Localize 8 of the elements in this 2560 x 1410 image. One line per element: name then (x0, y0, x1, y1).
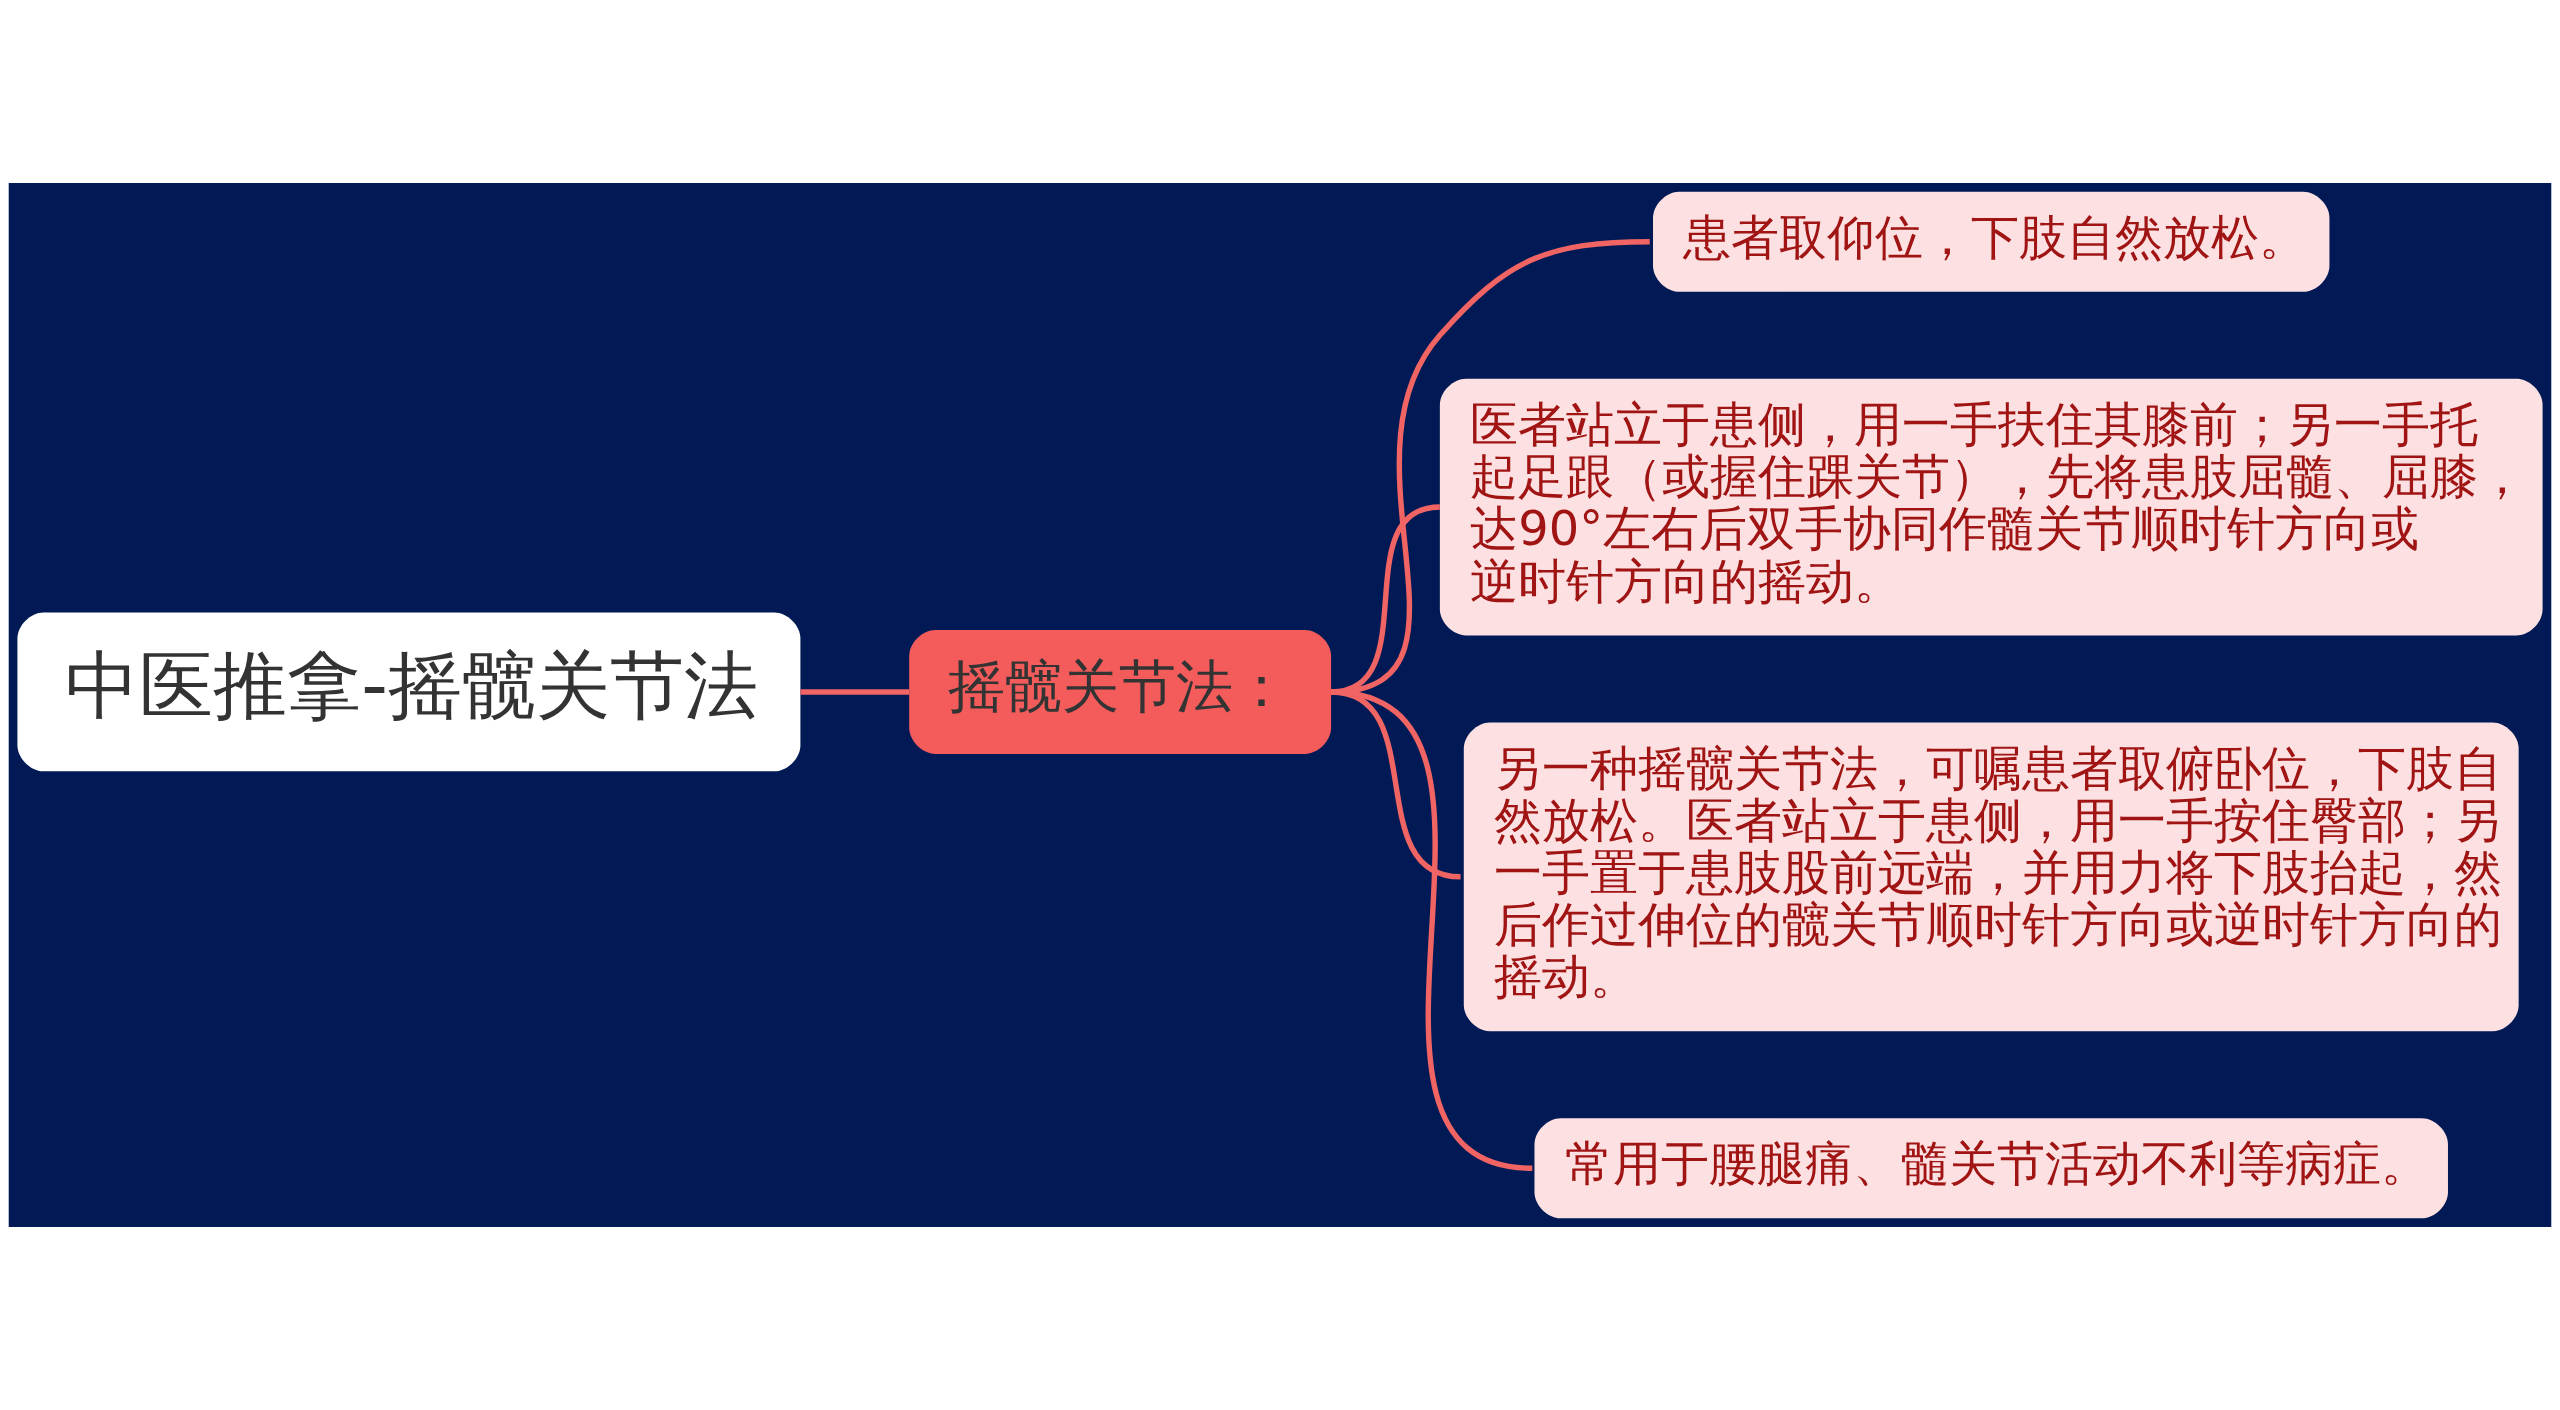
connector (1330, 689, 1533, 1171)
node-box: 医者站立于患侧，用一手扶住其膝前；另一手托起足跟（或握住踝关节），先将患肢屈髓、屈膝，达90°左右后双手协同作髓关节顺时针方向或逆时针方向的摇动。 (1439, 378, 2543, 636)
connector (800, 689, 910, 695)
node-box: 中医推拿-摇髋关节法 (17, 612, 801, 772)
node-box: 常用于腰腿痛、髓关节活动不利等病症。 (1534, 1118, 2448, 1219)
node-box: 摇髋关节法： (909, 629, 1332, 754)
node-box: 另一种摇髋关节法，可嘱患者取俯卧位，下肢自然放松。医者站立于患侧，用一手按住臀部；另一手置于患肢股前远端，并用力将下肢抬起，然后作过伸位的髋关节顺时针方向或逆时针方向的摇动。 (1463, 722, 2519, 1032)
node-box: 患者取仰位，下肢自然放松。 (1653, 191, 2330, 292)
